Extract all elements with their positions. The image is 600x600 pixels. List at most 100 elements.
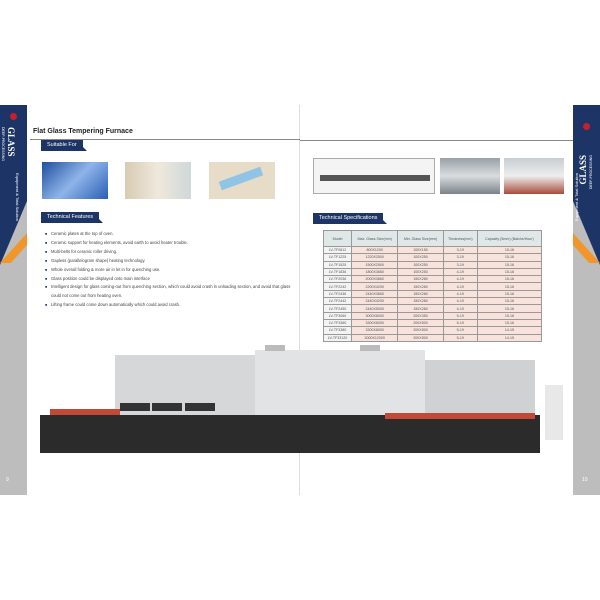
- table-cell: 3300X6000: [350, 318, 399, 328]
- table-cell: LV-TF33120: [323, 333, 352, 342]
- table-cell: 15-16: [476, 297, 543, 306]
- column-header: Max. Glass Size(mm): [350, 230, 399, 247]
- table-cell: 15-16: [476, 289, 543, 299]
- shower-glass-image: [125, 162, 191, 199]
- building-glass-image: [42, 162, 108, 199]
- table-cell: 3000X6000: [350, 311, 399, 320]
- specs-heading: Technical Specifications: [313, 213, 388, 224]
- table-cell: 1800X3660: [350, 267, 399, 277]
- table-cell: 200X350: [397, 311, 444, 320]
- table-cell: 15-16: [476, 253, 543, 262]
- table-cell: 3-19: [442, 253, 478, 262]
- table-cell: 5-19: [442, 333, 478, 342]
- table-cell: LV-TF1836: [323, 267, 352, 277]
- table-cell: LV-TF3060: [323, 311, 352, 320]
- table-cell: 3-19: [442, 245, 478, 255]
- tempering-furnace-machine: [40, 345, 563, 453]
- table-cell: 15-16: [476, 311, 543, 320]
- table-cell: 4-19: [442, 297, 478, 306]
- suitable-for-heading: Suitable For: [41, 140, 87, 151]
- table-cell: 15-16: [476, 260, 543, 269]
- column-header: Min. Glass Size(mm): [397, 230, 444, 247]
- table-cell: 15-16: [476, 318, 543, 328]
- feature-item: Gapless (parallelogram shape) heating te…: [45, 257, 295, 266]
- brand-sub: DEEP-PROCESSING: [1, 127, 5, 162]
- feature-item: Intelligent design for glass coming-out …: [45, 283, 295, 301]
- table-cell: 15-16: [476, 304, 543, 313]
- feature-item: Ceramic plates at the top of oven.: [45, 230, 295, 239]
- table-cell: LV-TF2442: [323, 297, 352, 306]
- curved-glass-image: [209, 162, 275, 199]
- table-cell: 15-16: [476, 275, 543, 284]
- feature-item: Lifting frame could come down automatica…: [45, 301, 295, 310]
- table-cell: 3-19: [442, 260, 478, 269]
- table-cell: 150X280: [397, 275, 444, 284]
- table-cell: 2000X3660: [350, 275, 399, 284]
- rollers-photo: [440, 158, 500, 194]
- table-cell: 1220X2500: [350, 253, 399, 262]
- table-cell: 15-16: [476, 282, 543, 291]
- table-cell: 100X250: [397, 260, 444, 269]
- features-list: Ceramic plates at the top of oven. Ceram…: [45, 230, 295, 310]
- table-cell: 2200X4200: [350, 282, 399, 291]
- table-cell: 4-19: [442, 275, 478, 284]
- table-cell: LV-TF0812: [323, 245, 352, 255]
- column-header: Thickness(mm): [442, 230, 478, 247]
- table-cell: 5-19: [442, 318, 478, 328]
- table-cell: 15-16: [476, 267, 543, 277]
- table-cell: 3000X12000: [350, 333, 399, 342]
- table-cell: 4-19: [442, 282, 478, 291]
- table-cell: 1500X2500: [350, 260, 399, 269]
- table-cell: 2440X5000: [350, 304, 399, 313]
- logo-icon: [583, 123, 590, 130]
- feature-item: Multi-belts for ceramic roller driving.: [45, 248, 295, 257]
- table-cell: 14-15: [476, 333, 543, 342]
- table-cell: 2440X3660: [350, 289, 399, 299]
- feature-item: Glass position could be displayed onto m…: [45, 275, 295, 284]
- table-cell: 5-19: [442, 326, 478, 335]
- table-cell: 150X280: [397, 297, 444, 306]
- table-cell: LV-TF3380: [323, 326, 352, 335]
- table-cell: 150X280: [397, 304, 444, 313]
- logo-icon: [10, 113, 17, 120]
- table-cell: 150X280: [397, 289, 444, 299]
- table-cell: 100X250: [397, 267, 444, 277]
- table-cell: LV-TF2242: [323, 282, 352, 291]
- table-cell: 3300X8000: [350, 326, 399, 335]
- brand-sub: DEEP-PROCESSING: [589, 155, 593, 190]
- table-cell: 5-19: [442, 311, 478, 320]
- table-cell: 15-16: [476, 245, 543, 255]
- brand-slogan: Equipment & Total Solution: [574, 173, 579, 221]
- page-number: 10: [582, 477, 588, 483]
- page-title: Flat Glass Tempering Furnace: [33, 128, 133, 135]
- table-cell: 2440X4200: [350, 297, 399, 306]
- left-brand-band: GLASS DEEP-PROCESSING Equipment & Total …: [0, 105, 27, 495]
- table-cell: 150X280: [397, 282, 444, 291]
- table-cell: 100X250: [397, 253, 444, 262]
- column-header: Capacity (5mm) (Batchs/Hour): [476, 230, 543, 247]
- table-cell: 100X150: [397, 245, 444, 255]
- brand-slogan: Equipment & Total Solution: [15, 173, 20, 221]
- table-cell: 4-19: [442, 267, 478, 277]
- table-cell: LV-TF3360: [323, 318, 352, 328]
- heater-photo: [504, 158, 564, 194]
- table-cell: 200X500: [397, 333, 444, 342]
- brand-word: GLASS: [6, 127, 16, 157]
- title-rule: [30, 139, 300, 140]
- table-cell: LV-TF1525: [323, 260, 352, 269]
- table-cell: 14-15: [476, 326, 543, 335]
